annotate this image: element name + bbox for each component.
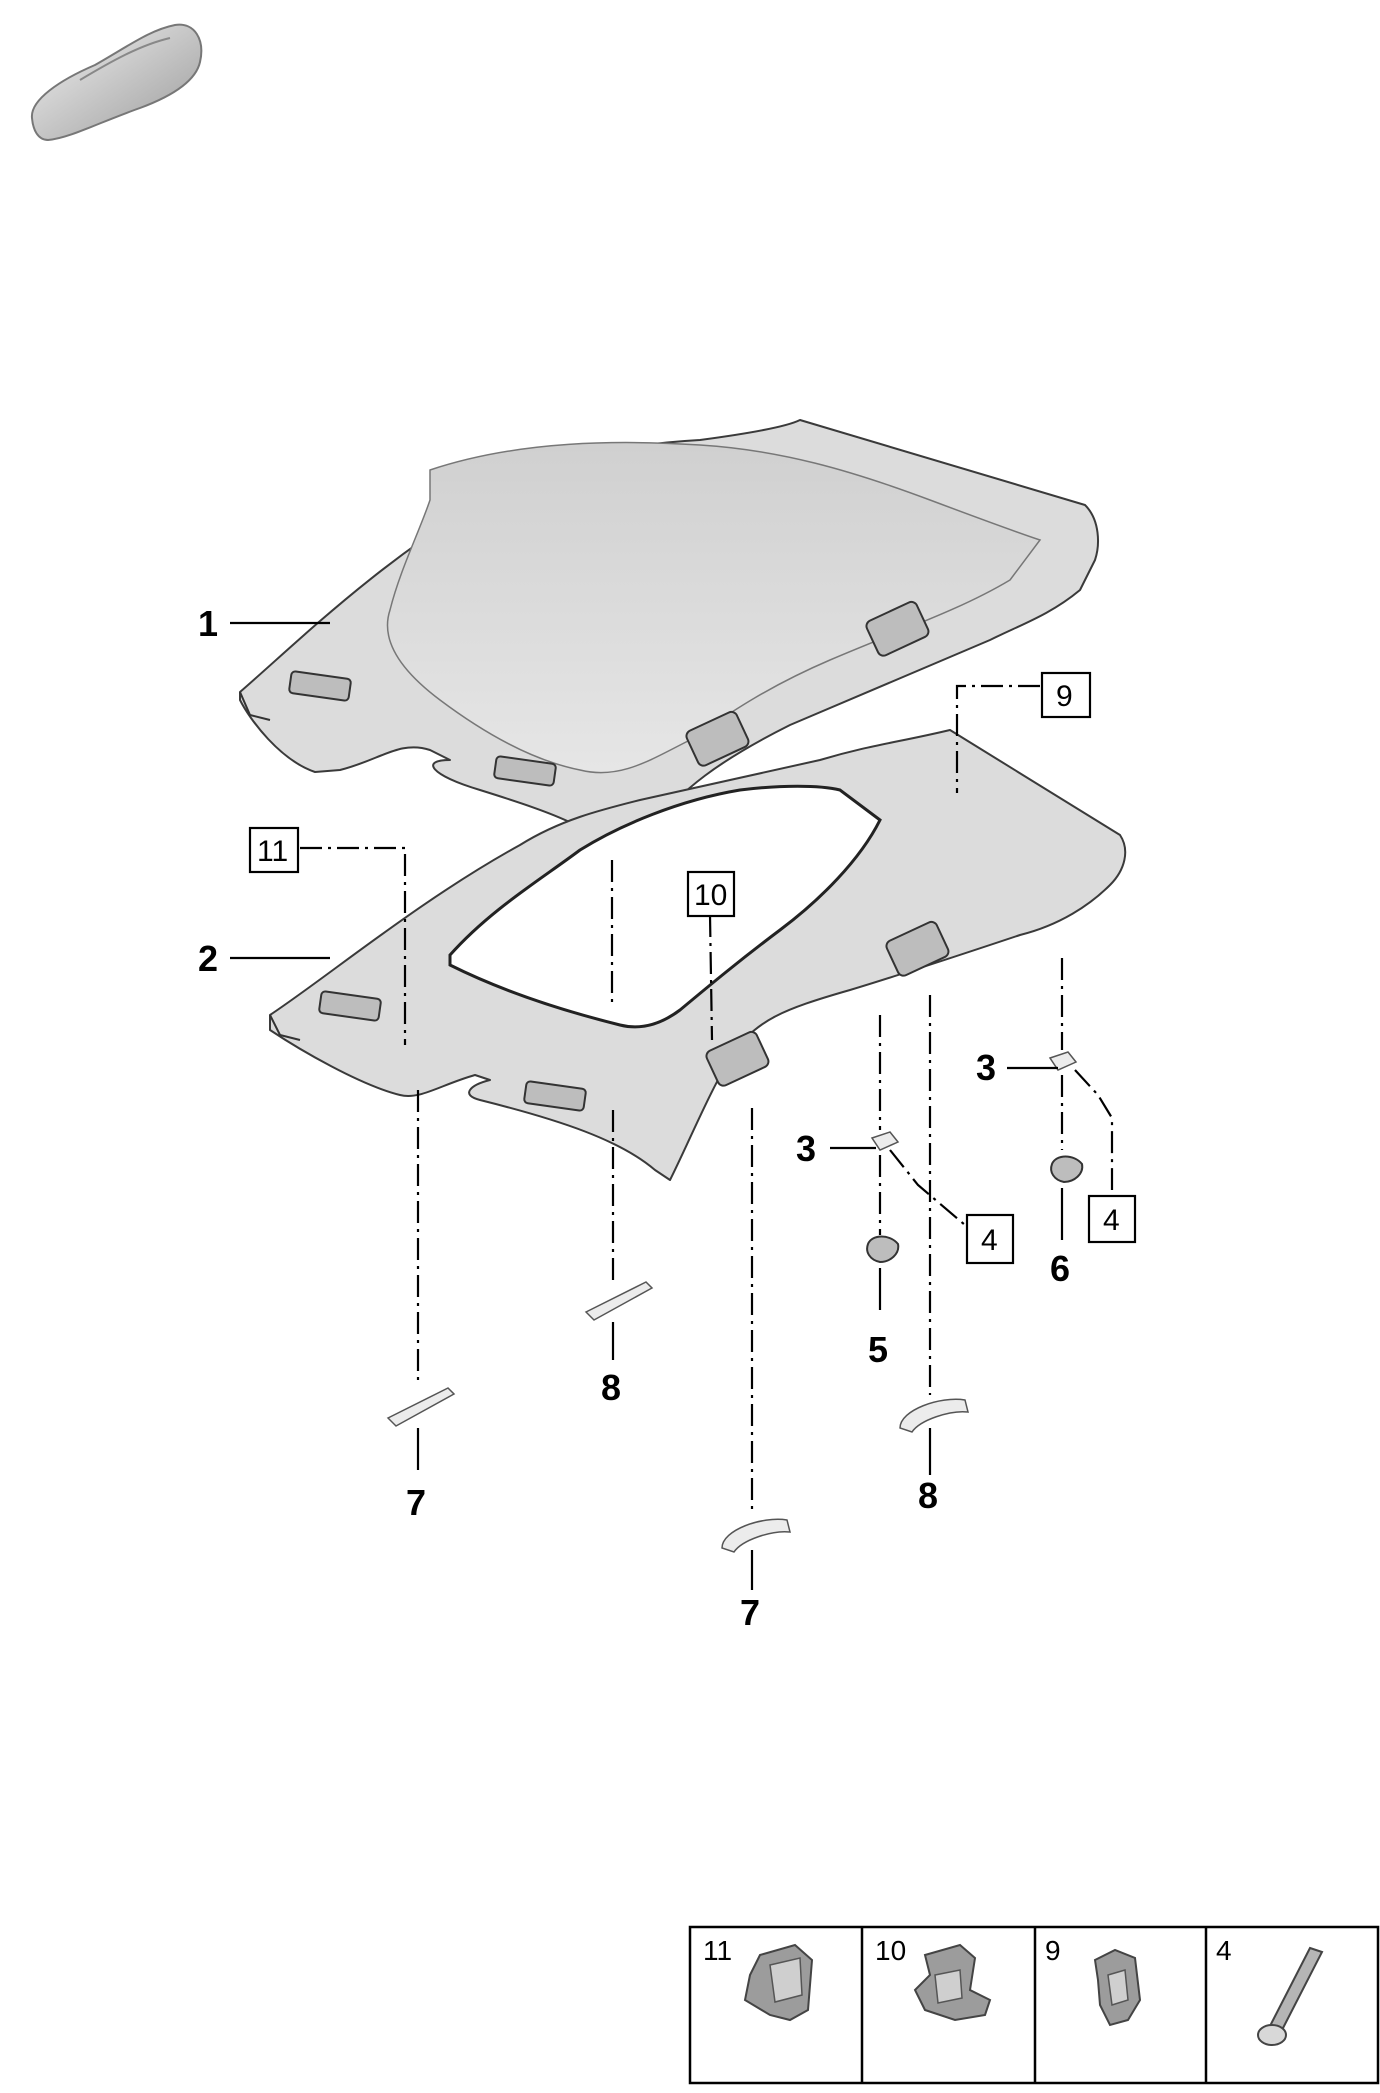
legend-item-10: 10: [875, 1935, 992, 2022]
boxed-callout-4b-label: 4: [1103, 1204, 1120, 1237]
handle-part-8a: [584, 1281, 654, 1321]
headliner-part-1: [239, 419, 1099, 871]
legend-item-10-number: 10: [875, 1935, 906, 1966]
boxed-callout-10: 10: [686, 870, 736, 918]
callout-7b: 7: [740, 1592, 760, 1633]
leader-lines: [230, 621, 1114, 1590]
boxed-callout-10-label: 10: [694, 879, 727, 912]
legend-item-11: 11: [703, 1935, 814, 2022]
legend-item-9-number: 9: [1045, 1935, 1061, 1966]
clip-10-icon: [913, 1943, 992, 2022]
callout-8a: 8: [601, 1367, 621, 1408]
callout-3a: 3: [976, 1047, 996, 1088]
handle-part-8b: [899, 1398, 969, 1433]
callout-7a: 7: [406, 1482, 426, 1523]
vehicle-thumbnail-icon: [30, 23, 203, 142]
boxed-callout-9: 9: [1040, 671, 1092, 719]
callout-6: 6: [1050, 1248, 1070, 1289]
handle-part-7a: [386, 1387, 456, 1427]
boxed-callout-9-label: 9: [1056, 680, 1073, 713]
callout-3b: 3: [796, 1128, 816, 1169]
boxed-callout-11: 11: [248, 826, 300, 874]
headliner-part-2: [269, 729, 1127, 1181]
clip-part-3b: [1048, 1051, 1078, 1071]
legend-item-11-number: 11: [703, 1935, 732, 1966]
legend-table: 11 10 9 4: [688, 1925, 1380, 2085]
boxed-callout-11-label: 11: [257, 835, 288, 868]
boxed-callout-4a-label: 4: [981, 1224, 998, 1257]
callout-1: 1: [198, 603, 218, 644]
legend-item-4-number: 4: [1216, 1935, 1232, 1966]
clip-11-icon: [743, 1943, 814, 2022]
clip-9-icon: [1093, 1948, 1142, 2027]
legend-item-4: 4: [1216, 1935, 1324, 2046]
clip-part-6: [1050, 1155, 1084, 1184]
screw-icon: [1257, 1946, 1324, 2046]
clip-part-3a: [870, 1131, 900, 1151]
boxed-callout-4a: 4: [965, 1213, 1015, 1265]
legend-item-9: 9: [1045, 1935, 1142, 2027]
handle-part-7b: [721, 1518, 791, 1553]
clip-part-5: [866, 1235, 900, 1264]
boxed-callout-4b: 4: [1087, 1194, 1137, 1244]
callout-2: 2: [198, 938, 218, 979]
callout-5: 5: [868, 1329, 888, 1370]
callout-8b: 8: [918, 1475, 938, 1516]
